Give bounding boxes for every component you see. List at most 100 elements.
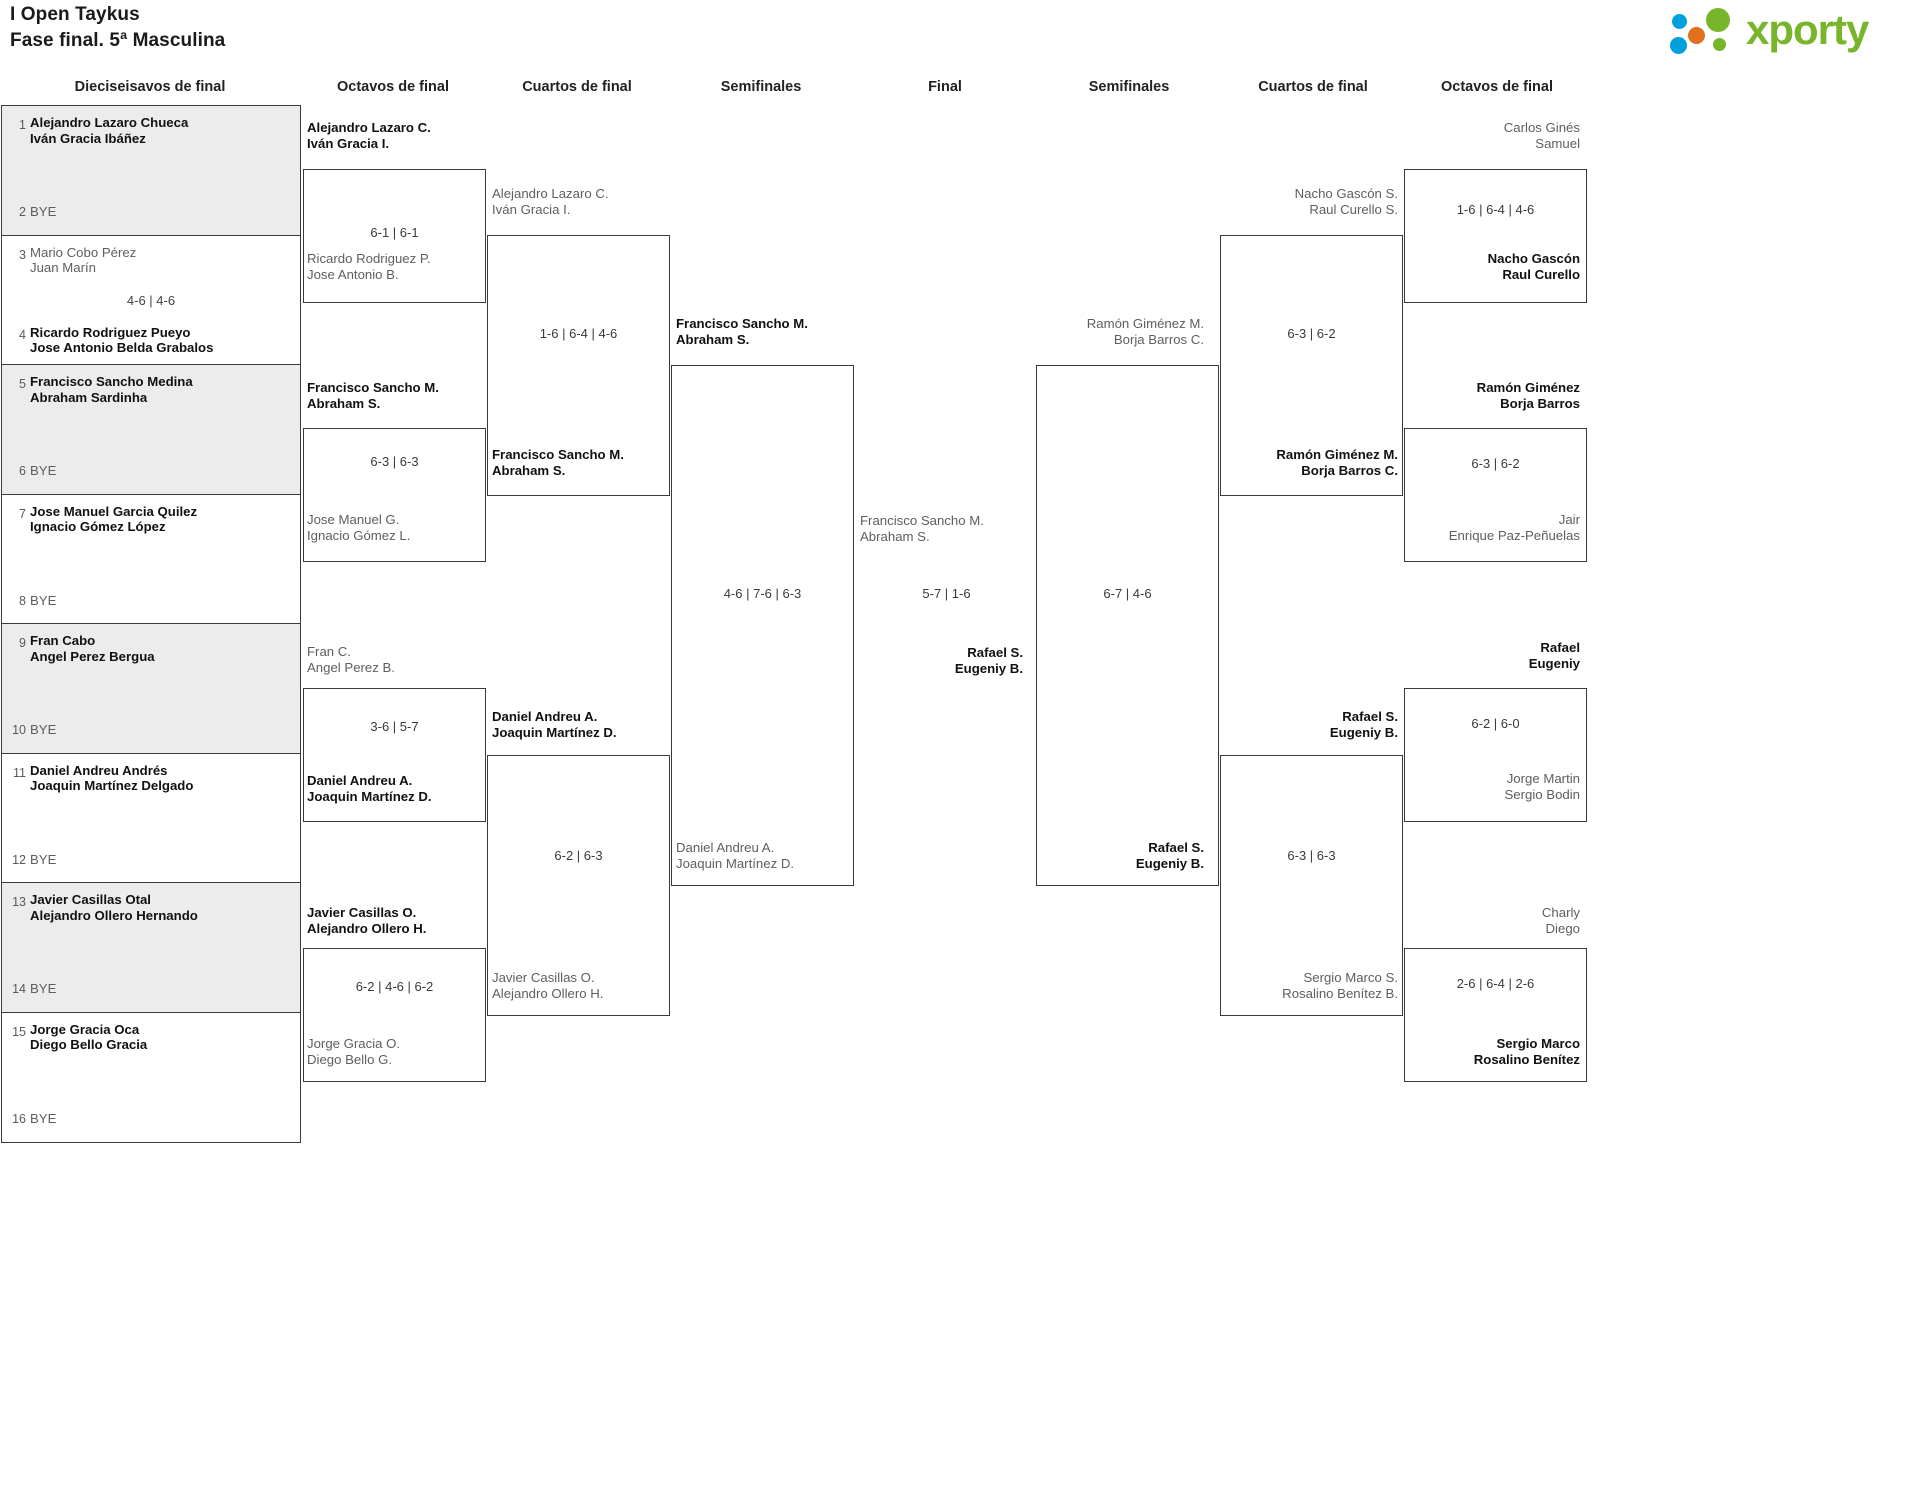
match-score: 4-6 | 7-6 | 6-3	[723, 586, 802, 601]
match-score: 1-6 | 6-4 | 4-6	[1456, 202, 1535, 217]
page-title: I Open Taykus Fase final. 5ª Masculina	[10, 2, 225, 54]
xporty-logo: xporty	[1664, 4, 1914, 56]
team-winner-semis-r1: Rafael S.Eugeniy B.	[1135, 840, 1204, 871]
seed-number: 13	[12, 895, 26, 909]
match-box-semis-r1[interactable]: 6-7 | 4-6	[1036, 365, 1219, 886]
seed-number: 10	[12, 723, 26, 737]
bye-label: BYE	[30, 592, 57, 608]
team-winner-octavos-l2: Francisco Sancho M.Abraham S.	[307, 380, 439, 411]
match-box-octavos-r4[interactable]: 2-6 | 6-4 | 2-6	[1404, 948, 1587, 1082]
seed-number: 16	[12, 1111, 26, 1126]
match-box-cuartos-l2[interactable]: 6-2 | 6-3	[487, 755, 670, 1016]
bye-label: BYE	[30, 722, 57, 737]
column-header-sem-r: Semifinales	[1088, 79, 1170, 95]
team-winner-final: Rafael S.Eugeniy B.	[954, 645, 1023, 676]
match-score: 1-6 | 6-4 | 4-6	[539, 326, 618, 341]
logo-wordmark: xporty	[1746, 6, 1869, 53]
match-box-cuartos-l1[interactable]: 1-6 | 6-4 | 4-6	[487, 235, 670, 496]
tournament-phase: Fase final. 5ª Masculina	[10, 30, 226, 51]
logo-dot-blue-top	[1672, 14, 1687, 29]
team-winner-octavos-l3: Daniel Andreu A.Joaquin Martínez D.	[307, 773, 432, 804]
team-winner-cuartos-r2: Rafael S.Eugeniy B.	[1329, 709, 1398, 740]
team-winner-octavos-l4: Javier Casillas O.Alejandro Ollero H.	[307, 905, 427, 936]
seed-number: 8	[19, 593, 26, 608]
match-score: 3-6 | 5-7	[370, 719, 419, 734]
team-loser-semis-l1: Daniel Andreu A.Joaquin Martínez D.	[676, 840, 795, 871]
column-header-oct-l: Octavos de final	[336, 79, 449, 95]
match-box-octavos-r3[interactable]: 6-2 | 6-0	[1404, 688, 1587, 822]
match-score: 6-3 | 6-2	[1471, 456, 1520, 471]
bye-label: BYE	[30, 981, 57, 996]
team-loser-cuartos-r1: Nacho Gascón S.Raul Curello S.	[1294, 186, 1398, 217]
bye-label: BYE	[30, 1110, 57, 1126]
team-loser-final: Francisco Sancho M.Abraham S.	[860, 513, 984, 544]
team-loser-octavos-l1: Ricardo Rodriguez P.Jose Antonio B.	[307, 251, 431, 282]
match-score: 4-6 | 4-6	[126, 292, 176, 308]
match-box-octavos-l2[interactable]: 6-3 | 6-3	[303, 428, 486, 562]
team-loser-semis-r1: Ramón Giménez M.Borja Barros C.	[1086, 316, 1204, 347]
seed-number: 9	[19, 636, 26, 650]
column-header-oct-r: Octavos de final	[1440, 79, 1553, 95]
team-winner-octavos-l1: Alejandro Lazaro C.Iván Gracia I.	[307, 120, 431, 151]
team-loser-octavos-l4: Jorge Gracia O.Diego Bello G.	[307, 1036, 401, 1067]
match-score: 6-2 | 6-3	[554, 848, 603, 863]
match-box-octavos-r2[interactable]: 6-3 | 6-2	[1404, 428, 1587, 562]
match-box-semis-l1[interactable]: 4-6 | 7-6 | 6-3	[671, 365, 854, 886]
match-score: 6-1 | 6-1	[370, 225, 419, 240]
seed-number: 5	[19, 377, 26, 391]
team-loser-octavos-l3: Fran C.Angel Perez B.	[307, 644, 395, 675]
bye-label: BYE	[30, 204, 57, 219]
match-box-octavos-l1[interactable]: 6-1 | 6-1	[303, 169, 486, 303]
team-loser-cuartos-l2: Javier Casillas O.Alejandro Ollero H.	[492, 970, 604, 1001]
team-loser-cuartos-r2: Sergio Marco S.Rosalino Benítez B.	[1282, 970, 1398, 1001]
match-box-cuartos-r1[interactable]: 6-3 | 6-2	[1220, 235, 1403, 496]
column-header-final: Final	[928, 79, 962, 95]
match-box-octavos-l4[interactable]: 6-2 | 4-6 | 6-2	[303, 948, 486, 1082]
match-score: 6-3 | 6-2	[1287, 326, 1336, 341]
team-loser-octavos-l2: Jose Manuel G.Ignacio Gómez L.	[307, 512, 411, 543]
seed-number: 15	[12, 1024, 26, 1039]
match-box-octavos-r1[interactable]: 1-6 | 6-4 | 4-6	[1404, 169, 1587, 303]
match-score: 6-2 | 6-0	[1471, 716, 1520, 731]
team-winner-semis-l1: Francisco Sancho M.Abraham S.	[676, 316, 808, 347]
team-winner-cuartos-r1: Ramón Giménez M.Borja Barros C.	[1276, 447, 1398, 478]
match-box-octavos-l3[interactable]: 3-6 | 5-7	[303, 688, 486, 822]
match-score: 6-2 | 4-6 | 6-2	[355, 979, 434, 994]
column-header-cua-l: Cuartos de final	[522, 79, 632, 95]
seed-number: 4	[19, 327, 26, 342]
match-box-cuartos-r2[interactable]: 6-3 | 6-3	[1220, 755, 1403, 1016]
match-score: 2-6 | 6-4 | 2-6	[1456, 976, 1535, 991]
seed-number: 6	[19, 464, 26, 478]
team-winner-cuartos-l2: Daniel Andreu A.Joaquin Martínez D.	[492, 709, 617, 740]
column-header-sem-l: Semifinales	[720, 79, 802, 95]
seed-number: 1	[19, 118, 26, 132]
tournament-name: I Open Taykus	[10, 4, 140, 25]
match-score: 6-3 | 6-3	[370, 454, 419, 469]
